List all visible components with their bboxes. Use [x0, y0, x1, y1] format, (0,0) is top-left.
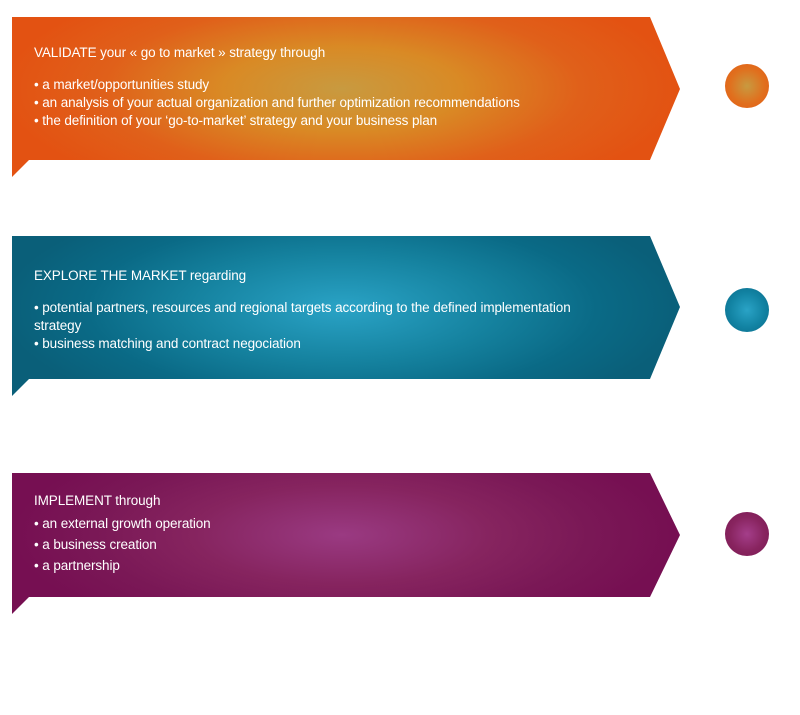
step-explore-bullet: • potential partners, resources and regi… — [34, 300, 571, 333]
step-validate-bullet-list: • a market/opportunities study • an anal… — [34, 76, 620, 130]
step-implement-content: IMPLEMENT through • an external growth o… — [34, 492, 620, 576]
step-implement-bullet: • a partnership — [34, 558, 120, 573]
step-validate-title: VALIDATE your « go to market » strategy … — [34, 45, 326, 60]
step-validate-bullet: • a market/opportunities study — [34, 77, 210, 92]
step-explore-banner: EXPLORE THE MARKET regarding • potential… — [12, 236, 680, 396]
step-validate-marker-circle — [725, 64, 769, 108]
step-validate-content: VALIDATE your « go to market » strategy … — [34, 44, 620, 130]
step-validate-bullet: • the definition of your ‘go-to-market’ … — [34, 113, 438, 128]
step-validate-banner: VALIDATE your « go to market » strategy … — [12, 17, 680, 177]
step-implement-title: IMPLEMENT through — [34, 493, 161, 508]
step-explore-bullet: • business matching and contract negocia… — [34, 336, 301, 351]
step-implement-bullet-list: • an external growth operation • a busin… — [34, 513, 620, 576]
step-implement-banner: IMPLEMENT through • an external growth o… — [12, 473, 680, 614]
step-explore-content: EXPLORE THE MARKET regarding • potential… — [34, 267, 620, 353]
step-implement-bullet: • an external growth operation — [34, 516, 211, 531]
step-validate-bullet: • an analysis of your actual organizatio… — [34, 95, 520, 110]
step-implement-bullet: • a business creation — [34, 537, 157, 552]
step-explore-bullet-list: • potential partners, resources and regi… — [34, 299, 620, 353]
step-explore-marker-circle — [725, 288, 769, 332]
step-explore-title: EXPLORE THE MARKET regarding — [34, 268, 247, 283]
step-implement-marker-circle — [725, 512, 769, 556]
